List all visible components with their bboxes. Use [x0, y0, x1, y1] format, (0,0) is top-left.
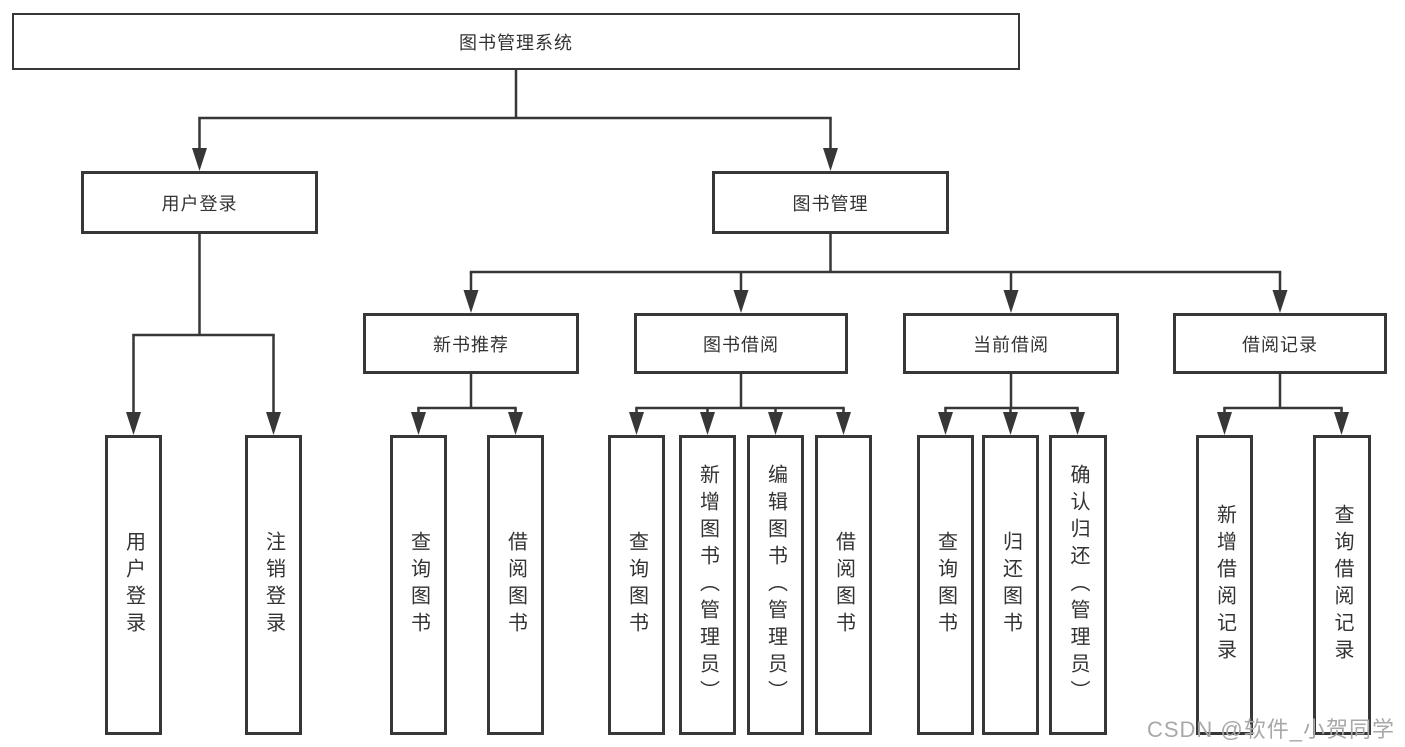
node-label: 图书管理系统 — [459, 32, 573, 53]
node-user-login: 用户登录 — [81, 171, 318, 234]
leaf-add-borrow-record: 新增借阅记录 — [1196, 435, 1253, 735]
node-label: 借阅记录 — [1242, 334, 1318, 355]
node-current-borrow: 当前借阅 — [903, 313, 1119, 374]
node-label: 新增借阅记录 — [1213, 504, 1236, 666]
node-book-management: 图书管理 — [712, 171, 949, 234]
node-label: 图书管理 — [792, 193, 869, 214]
leaf-add-books-admin: 新增图书（管理员） — [679, 435, 736, 735]
leaf-logout: 注销登录 — [245, 435, 302, 735]
node-label: 借阅图书 — [504, 531, 527, 639]
leaf-borrow-books-recommend: 借阅图书 — [487, 435, 544, 735]
leaf-query-borrow-record: 查询借阅记录 — [1313, 435, 1371, 735]
node-new-book-recommend: 新书推荐 — [363, 313, 579, 374]
node-label: 确认归还（管理员） — [1067, 463, 1089, 707]
leaf-query-books-borrow: 查询图书 — [608, 435, 665, 735]
node-borrow-records: 借阅记录 — [1173, 313, 1387, 374]
leaf-confirm-return-admin: 确认归还（管理员） — [1049, 435, 1107, 735]
node-label: 用户登录 — [161, 193, 238, 214]
node-book-borrow: 图书借阅 — [634, 313, 848, 374]
node-label: 查询图书 — [625, 531, 648, 639]
leaf-query-books-current: 查询图书 — [917, 435, 974, 735]
node-label: 用户登录 — [122, 531, 145, 639]
node-label: 当前借阅 — [973, 334, 1049, 355]
node-label: 注销登录 — [262, 531, 285, 639]
node-label: 查询图书 — [407, 531, 430, 639]
leaf-user-login: 用户登录 — [105, 435, 162, 735]
leaf-return-books: 归还图书 — [982, 435, 1039, 735]
node-label: 归还图书 — [999, 531, 1022, 639]
node-label: 新增图书（管理员） — [696, 463, 719, 707]
watermark: CSDN @软件_小贺同学 — [1146, 717, 1395, 742]
node-library-system: 图书管理系统 — [12, 13, 1020, 70]
node-label: 查询借阅记录 — [1331, 504, 1353, 666]
node-label: 编辑图书（管理员） — [764, 463, 787, 707]
leaf-edit-books-admin: 编辑图书（管理员） — [747, 435, 804, 735]
node-label: 查询图书 — [934, 531, 957, 639]
leaf-borrow-books: 借阅图书 — [815, 435, 872, 735]
node-label: 图书借阅 — [703, 334, 779, 355]
leaf-query-books-recommend: 查询图书 — [390, 435, 447, 735]
node-label: 借阅图书 — [832, 531, 855, 639]
node-label: 新书推荐 — [433, 334, 509, 355]
